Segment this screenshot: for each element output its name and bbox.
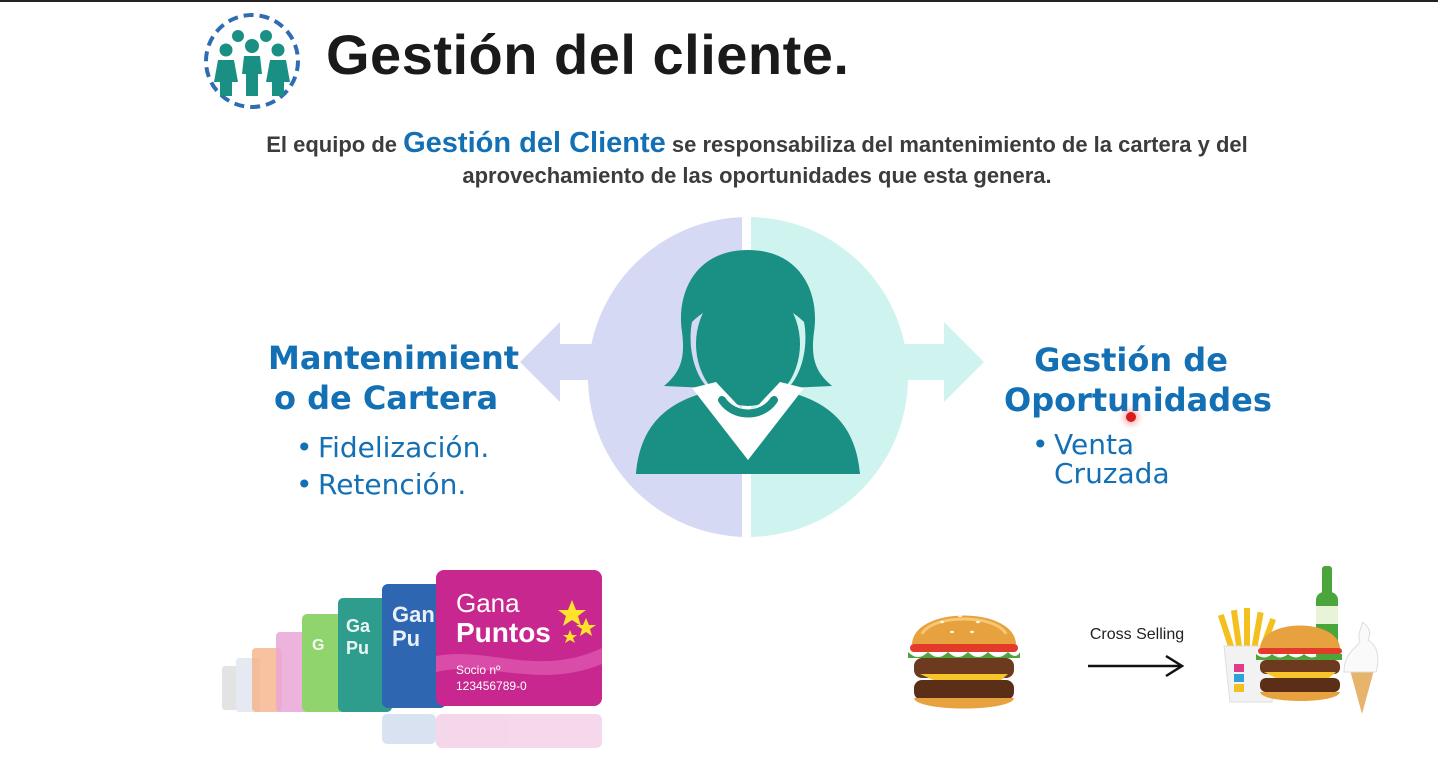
bullet-venta: Venta <box>1054 428 1135 461</box>
card-brand-line2: Puntos <box>456 617 551 648</box>
svg-text:Ga: Ga <box>346 616 371 636</box>
opportunities-heading: Gestión de Oportunidades <box>1004 340 1272 420</box>
loyalty-cards-image: G Ga Pu Gan Pu Gana Puntos Socio nº 1234… <box>218 570 610 760</box>
star-icon <box>558 600 596 643</box>
combo-meal-icon <box>1217 566 1379 714</box>
maintenance-heading-line2: o de Cartera <box>273 379 499 417</box>
opportunities-heading-line2: Oportunidades <box>1004 381 1272 419</box>
arrow-left-icon <box>520 322 636 402</box>
cross-selling-arrow-icon <box>1088 654 1185 678</box>
intro-post: se responsabiliza del mantenimiento de l… <box>462 132 1248 188</box>
pointer-dot <box>1126 412 1136 422</box>
woman-avatar-icon <box>636 250 860 474</box>
svg-text:G: G <box>312 637 324 654</box>
intro-pre: El equipo de <box>266 132 404 157</box>
card-member-number: 123456789-0 <box>456 679 527 693</box>
burger-icon <box>908 614 1020 709</box>
bullet-fidelizacion: Fidelización. <box>296 429 489 466</box>
card-brand-line1: Gana <box>456 588 520 618</box>
maintenance-heading: Mantenimient o de Cartera <box>268 338 520 418</box>
arrow-right-icon <box>868 322 984 402</box>
cross-selling-label: Cross Selling <box>1089 626 1185 643</box>
bullet-retencion: Retención. <box>296 466 489 503</box>
opportunities-heading-line1: Gestión de <box>1034 341 1228 379</box>
svg-text:Gan: Gan <box>392 602 435 627</box>
people-group-icon <box>204 13 300 109</box>
cross-selling: Cross Selling <box>1082 626 1192 686</box>
svg-text:Pu: Pu <box>392 626 420 651</box>
intro-text: El equipo de Gestión del Cliente se resp… <box>250 128 1264 191</box>
customer-illustration <box>520 217 984 537</box>
intro-highlight: Gestión del Cliente <box>403 127 666 159</box>
maintenance-bullets: Fidelización. Retención. <box>296 429 489 503</box>
top-border <box>0 0 1438 2</box>
card-member-label: Socio nº <box>456 663 501 677</box>
maintenance-heading-line1: Mantenimient <box>268 339 520 377</box>
page-title: Gestión del cliente. <box>326 23 850 86</box>
svg-text:Pu: Pu <box>346 638 369 658</box>
bullet-cruzada: Cruzada <box>1054 457 1170 490</box>
